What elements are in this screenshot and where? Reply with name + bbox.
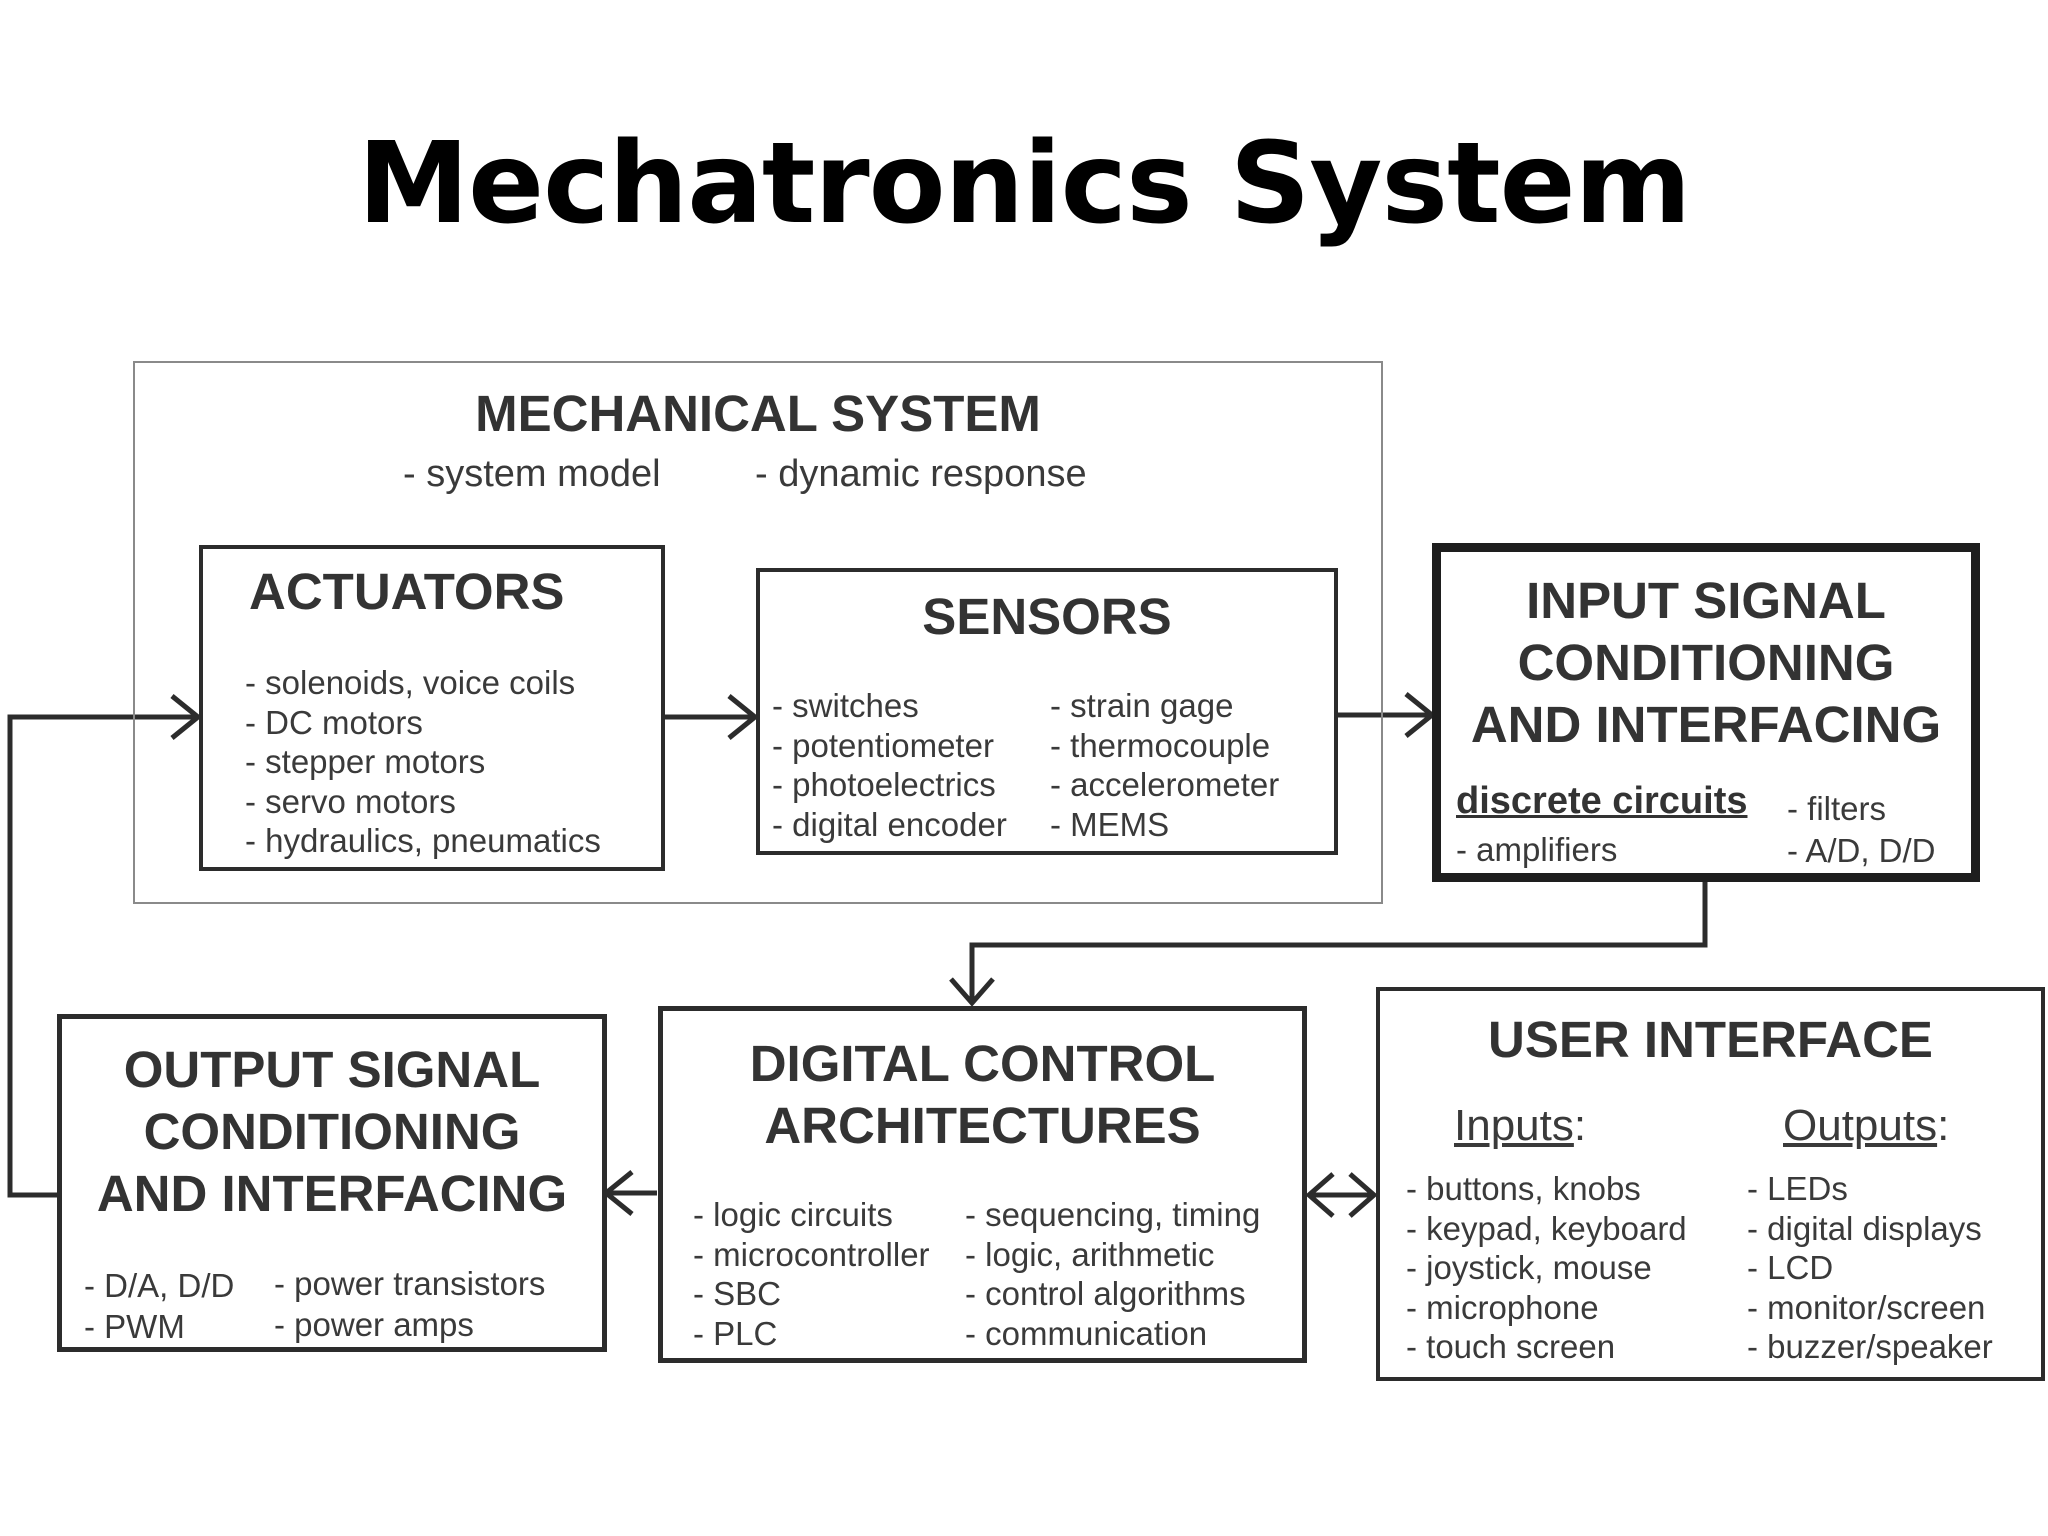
input-signal-title: INPUT SIGNAL CONDITIONING AND INTERFACIN… xyxy=(1470,572,1942,753)
list-item: - PWM xyxy=(84,1308,185,1345)
list-item: - A/D, D/D xyxy=(1787,832,1936,869)
user-outputs-list: - LEDs - digital displays - LCD - monito… xyxy=(1747,1169,1993,1367)
arrowhead-user-right xyxy=(1348,1172,1378,1218)
input-signal-box: INPUT SIGNAL CONDITIONING AND INTERFACIN… xyxy=(1432,543,1980,882)
mechanical-system-frame: MECHANICAL SYSTEM - system model - dynam… xyxy=(133,361,1383,904)
sensors-title: SENSORS xyxy=(922,588,1172,645)
list-item: - filters xyxy=(1787,790,1886,827)
page-title: Mechatronics System xyxy=(357,119,1692,249)
list-item: - D/A, D/D xyxy=(84,1267,235,1304)
list-item: - LCD xyxy=(1747,1249,1834,1286)
list-item: - joystick, mouse xyxy=(1406,1249,1652,1286)
list-item: - servo motors xyxy=(245,782,456,820)
list-item: - power transistors xyxy=(274,1265,546,1302)
list-item: - logic, arithmetic xyxy=(965,1235,1215,1273)
list-item: - switches xyxy=(772,687,919,724)
list-item: - power amps xyxy=(274,1306,474,1343)
list-item: - SBC xyxy=(693,1275,782,1312)
user-inputs-list: - buttons, knobs - keypad, keyboard - jo… xyxy=(1406,1169,1687,1367)
list-item: - DC motors xyxy=(245,703,423,741)
list-item: - stepper motors xyxy=(245,743,486,780)
mechanical-sub-system-model: - system model xyxy=(403,453,661,495)
input-signal-list-left: - amplifiers xyxy=(1456,830,1617,870)
output-signal-list-left: - D/A, D/D - PWM xyxy=(84,1265,234,1347)
list-item: - thermocouple xyxy=(1050,726,1271,764)
actuators-title: ACTUATORS xyxy=(249,563,565,620)
sensors-list-right: - strain gage - thermocouple - accelerom… xyxy=(1050,686,1279,844)
user-interface-title: USER INTERFACE xyxy=(1488,1011,1933,1068)
list-item: - communication xyxy=(965,1314,1208,1352)
list-item: - solenoids, voice coils xyxy=(245,664,576,701)
list-item: - photoelectrics xyxy=(772,766,996,803)
mechanical-sub-dynamic-response: - dynamic response xyxy=(755,453,1087,495)
mechanical-system-title: MECHANICAL SYSTEM xyxy=(475,385,1041,442)
list-item: - potentiometer xyxy=(772,726,994,764)
arrowhead-digital xyxy=(949,977,995,1007)
list-item: - microphone xyxy=(1406,1288,1599,1326)
list-item: - keypad, keyboard xyxy=(1406,1209,1687,1247)
input-signal-list-right: - filters - A/D, D/D xyxy=(1787,788,1936,872)
arrowhead-digital-left xyxy=(1305,1172,1335,1218)
list-item: - control algorithms xyxy=(965,1275,1246,1312)
sensors-box: SENSORS - switches - potentiometer - pho… xyxy=(756,568,1338,855)
list-item: - microcontroller xyxy=(693,1235,930,1273)
list-item: - digital displays xyxy=(1747,1209,1982,1247)
output-signal-box: OUTPUT SIGNAL CONDITIONING AND INTERFACI… xyxy=(57,1014,607,1352)
output-signal-list-right: - power transistors - power amps xyxy=(274,1263,545,1345)
digital-control-box: DIGITAL CONTROL ARCHITECTURES - logic ci… xyxy=(658,1006,1307,1363)
list-item: - PLC xyxy=(693,1314,778,1352)
actuators-box: ACTUATORS - solenoids, voice coils - DC … xyxy=(199,545,665,871)
list-item: - MEMS xyxy=(1050,805,1170,843)
list-item: - buttons, knobs xyxy=(1406,1170,1641,1207)
list-item: - accelerometer xyxy=(1050,766,1280,803)
sensors-list-left: - switches - potentiometer - photoelectr… xyxy=(772,686,1007,844)
list-item: - sequencing, timing xyxy=(965,1196,1261,1233)
arrowhead-output xyxy=(602,1170,634,1216)
list-item: - hydraulics, pneumatics xyxy=(245,822,601,859)
outputs-heading: Outputs: xyxy=(1783,1101,1950,1150)
digital-control-title: DIGITAL CONTROL ARCHITECTURES xyxy=(749,1035,1216,1154)
list-item: - amplifiers xyxy=(1456,831,1618,868)
list-item: - logic circuits xyxy=(693,1196,893,1233)
list-item: - touch screen xyxy=(1406,1328,1616,1365)
inputs-heading: Inputs: xyxy=(1454,1101,1587,1150)
list-item: - strain gage xyxy=(1050,687,1234,724)
user-interface-box: USER INTERFACE Inputs: Outputs: - button… xyxy=(1376,987,2045,1381)
list-item: - LEDs xyxy=(1747,1170,1848,1207)
digital-control-list-left: - logic circuits - microcontroller - SBC… xyxy=(693,1195,930,1353)
input-signal-subtitle: discrete circuits xyxy=(1456,780,1748,822)
list-item: - buzzer/speaker xyxy=(1747,1328,1993,1365)
list-item: - digital encoder xyxy=(772,805,1007,843)
output-signal-title: OUTPUT SIGNAL CONDITIONING AND INTERFACI… xyxy=(96,1041,568,1222)
arrowhead-input xyxy=(1404,692,1436,738)
actuators-list: - solenoids, voice coils - DC motors - s… xyxy=(245,663,601,861)
list-item: - monitor/screen xyxy=(1747,1288,1986,1326)
digital-control-list-right: - sequencing, timing - logic, arithmetic… xyxy=(965,1195,1260,1353)
